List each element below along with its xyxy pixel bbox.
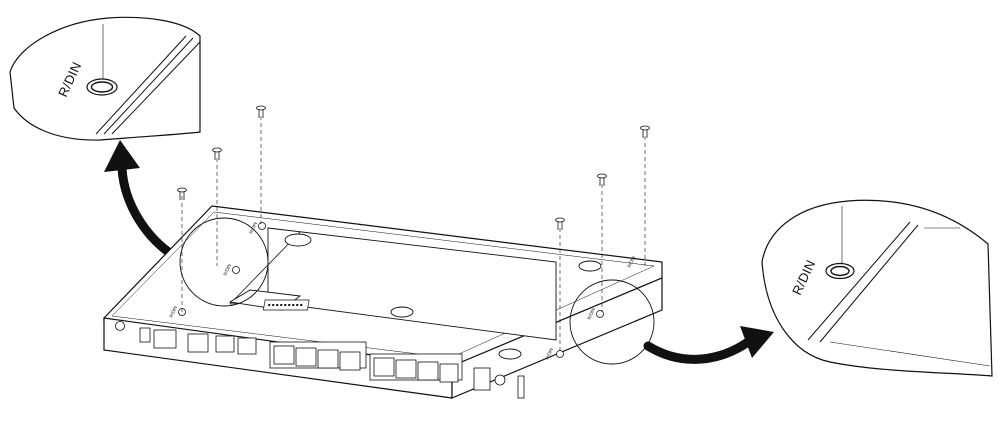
hole-label-3: R/DIN [168, 305, 178, 318]
curved-arrow-icon-left [104, 140, 191, 267]
hole-label-5: R/DIN [544, 347, 554, 360]
screw-icon [177, 187, 187, 312]
screw-icon [597, 173, 607, 312]
front-ports [115, 321, 525, 399]
router-device [103, 205, 663, 399]
hole-label-4: R/DIN [586, 307, 596, 320]
magnifier-circle-left [179, 217, 269, 307]
hole-label-1: R/DIN [248, 221, 258, 234]
hole-label-6: R/DIN [626, 255, 636, 268]
hole-label-2: R/DIN [222, 263, 232, 276]
vent-strip [262, 299, 310, 311]
callout-left: R/DIN [9, 16, 201, 141]
curved-arrow-icon-right [643, 326, 774, 364]
screw-icon [212, 147, 222, 266]
screw-icon [256, 105, 266, 224]
magnifier-circle-right [569, 279, 655, 365]
screw-icon [640, 125, 650, 266]
callout-right: R/DIN [761, 199, 993, 377]
screws [177, 105, 650, 352]
screw-icon [555, 217, 565, 352]
